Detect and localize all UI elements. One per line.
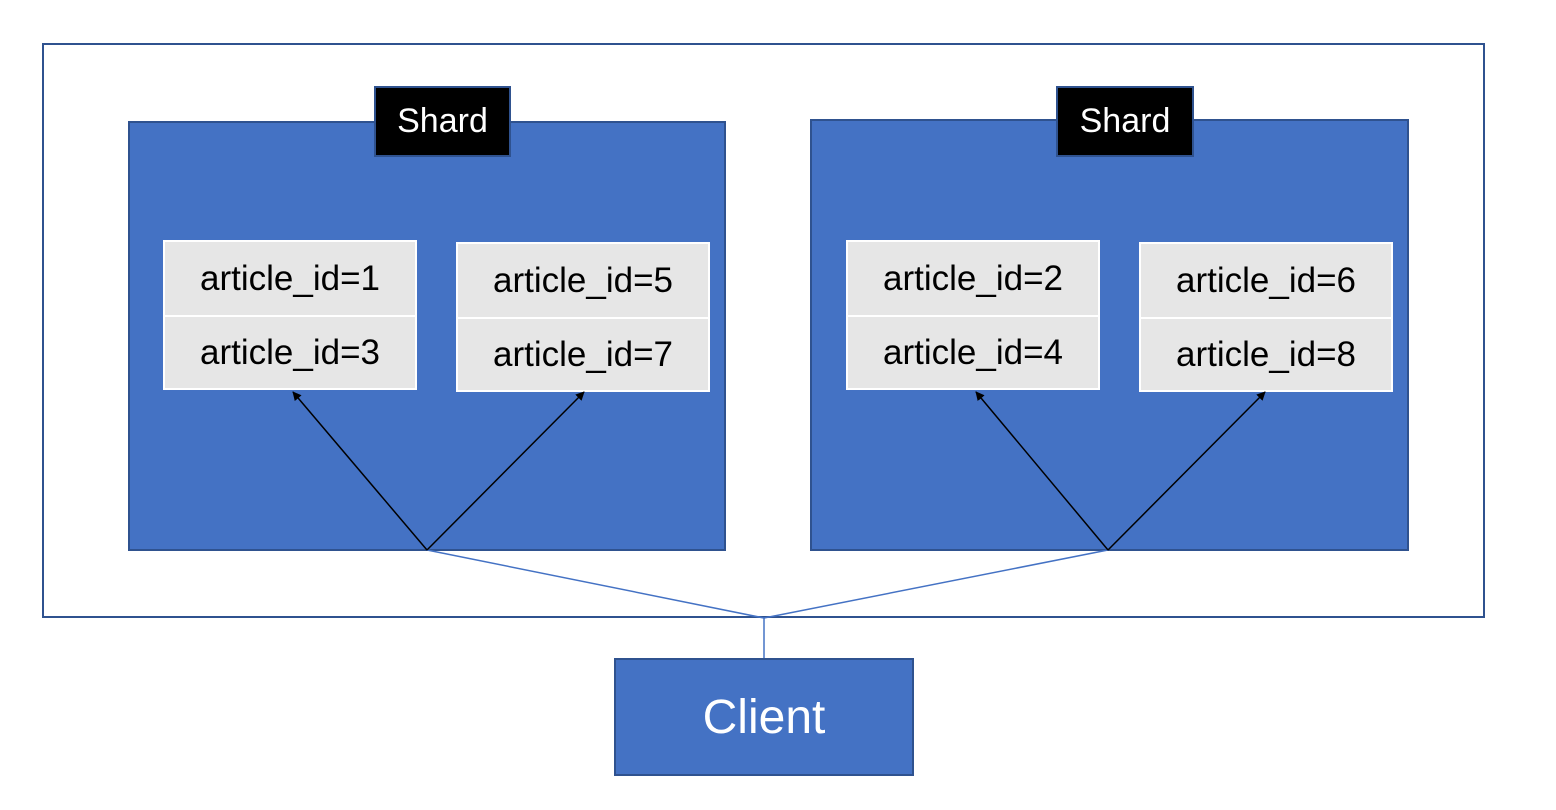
client-label: Client [702, 690, 826, 744]
article-cell: article_id=2 [883, 258, 1063, 298]
client-box: Client [614, 658, 914, 776]
shard-label-left: Shard [374, 86, 511, 157]
article-cell: article_id=6 [1176, 260, 1356, 300]
article-group-4: article_id=6 article_id=8 [1139, 242, 1393, 392]
article-cell: article_id=1 [200, 258, 380, 298]
article-group-2: article_id=5 article_id=7 [456, 242, 710, 392]
article-group-1: article_id=1 article_id=3 [163, 240, 417, 390]
article-cell: article_id=4 [848, 315, 1098, 388]
article-cell: article_id=7 [458, 317, 708, 390]
shard-label-right: Shard [1056, 86, 1194, 157]
article-cell: article_id=8 [1141, 317, 1391, 390]
article-cell: article_id=3 [165, 315, 415, 388]
article-cell: article_id=5 [493, 260, 673, 300]
article-group-3: article_id=2 article_id=4 [846, 240, 1100, 390]
